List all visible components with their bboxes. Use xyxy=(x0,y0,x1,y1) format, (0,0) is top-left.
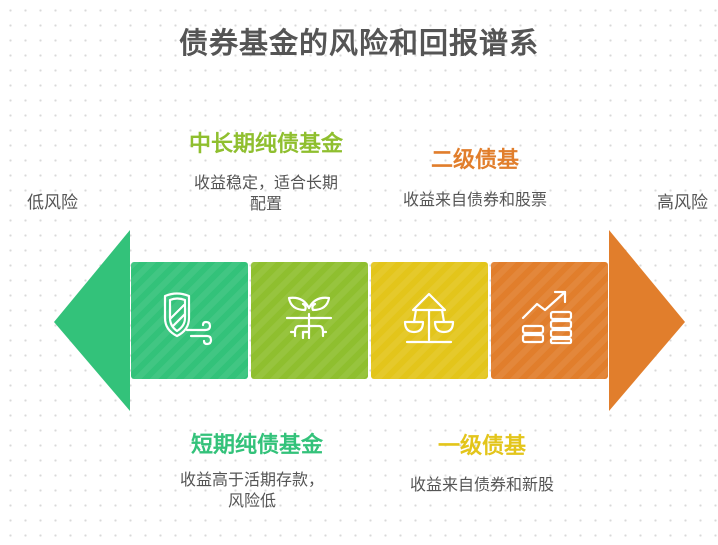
balance-scale-icon xyxy=(403,292,455,344)
heading-primary-bond-fund: 一级债基 xyxy=(437,434,526,459)
desc-line: 配置 xyxy=(249,194,282,213)
sprout-roots-icon xyxy=(285,296,333,340)
right-arrow-head xyxy=(609,230,685,411)
desc-short-term-bond-fund: 收益高于活期存款， 风险低 xyxy=(142,469,362,511)
left-arrow-head xyxy=(54,230,130,411)
heading-mid-long-term-bond-fund: 中长期纯债基金 xyxy=(188,132,343,157)
high-risk-label: 高风险 xyxy=(657,193,708,213)
desc-secondary-bond-fund: 收益来自债券和股票 xyxy=(365,189,585,210)
segment-secondary-bond-fund xyxy=(491,262,608,379)
low-risk-label: 低风险 xyxy=(27,193,78,213)
desc-line: 收益来自债券和新股 xyxy=(409,475,554,494)
segment-primary-bond-fund xyxy=(371,262,488,379)
desc-line: 收益高于活期存款， xyxy=(179,470,324,489)
desc-line: 收益稳定，适合长期 xyxy=(193,173,338,192)
segment-mid-long-term-bond-fund xyxy=(251,262,368,379)
segment-short-term-bond-fund xyxy=(131,262,248,379)
page-title: 债券基金的风险和回报谱系 xyxy=(178,26,539,60)
growth-coins-icon xyxy=(521,290,573,345)
desc-mid-long-term-bond-fund: 收益稳定，适合长期 配置 xyxy=(156,172,376,214)
heading-secondary-bond-fund: 二级债基 xyxy=(430,148,519,173)
desc-line: 风险低 xyxy=(227,491,276,510)
desc-line: 收益来自债券和股票 xyxy=(402,190,547,209)
desc-primary-bond-fund: 收益来自债券和新股 xyxy=(372,474,592,495)
heading-short-term-bond-fund: 短期纯债基金 xyxy=(190,433,323,458)
shield-wind-icon xyxy=(163,292,213,346)
